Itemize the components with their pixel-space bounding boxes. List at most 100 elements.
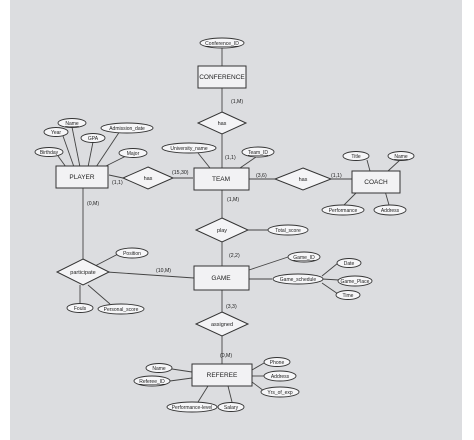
edge	[62, 135, 75, 168]
attr-total-score-label: Total_score	[275, 228, 301, 234]
attr-gpa: GPA	[80, 133, 106, 143]
relationship-has-coach-label: has	[299, 177, 308, 183]
entity-coach-label: COACH	[364, 179, 388, 186]
edge	[321, 262, 339, 277]
attr-performance-level-label: Performance-level	[172, 405, 213, 411]
attr-coach-address: Address	[373, 204, 407, 216]
edge	[197, 152, 211, 169]
entity-referee-label: REFEREE	[207, 372, 238, 379]
relationship-play-label: play	[217, 228, 227, 234]
attr-coach-address-label: Address	[381, 208, 400, 214]
attr-game-schedule-label: Game_schedule	[280, 277, 317, 283]
edge	[106, 271, 195, 279]
entity-conference: CONFERENCE	[197, 65, 247, 89]
relationship-has-coach: has	[273, 167, 333, 191]
edge	[251, 381, 265, 392]
card-team-conference: (1,1)	[225, 155, 236, 161]
attr-gpa-label: GPA	[88, 136, 99, 142]
attr-admission-date: Admission_date	[100, 122, 154, 134]
attr-player-name-label: Name	[65, 121, 79, 127]
edge	[321, 282, 339, 295]
attr-game-place-label: Game_Place	[341, 279, 370, 285]
cardinalities: (1,M) (1,1) (1,1) (15,30) (3,6) (1,1) (0…	[87, 99, 342, 359]
attr-date: Date	[336, 258, 362, 268]
edge	[227, 385, 233, 403]
attr-salary-label: Salary	[224, 405, 239, 411]
entity-coach: COACH	[351, 170, 401, 194]
attr-admission-date-label: Admission_date	[109, 126, 145, 132]
attr-date-label: Date	[344, 261, 355, 267]
attr-team-id-label: Team_ID	[248, 150, 268, 156]
card-team-has-player: (15,30)	[172, 170, 189, 176]
attr-referee-address: Address	[263, 370, 297, 382]
relationship-play: play	[194, 217, 250, 243]
attr-year: Year	[43, 127, 69, 137]
entity-player: PLAYER	[55, 165, 109, 189]
card-game-participate: (10,M)	[156, 268, 171, 274]
entity-player-label: PLAYER	[69, 174, 94, 181]
edge	[108, 174, 124, 179]
attr-position: Position	[115, 247, 149, 259]
edge	[71, 126, 81, 168]
card-player-participate: (0,M)	[87, 201, 99, 207]
attr-university-name: University_name	[161, 142, 217, 154]
attr-major-label: Major	[127, 151, 140, 157]
attr-conference-id-label: Conference_ID	[205, 41, 239, 47]
entity-conference-label: CONFERENCE	[199, 74, 245, 81]
edge	[169, 377, 193, 382]
attr-performance: Performance	[321, 204, 365, 216]
attr-fouls: Fouls	[66, 303, 94, 313]
card-player-has: (1,1)	[112, 180, 123, 186]
relationship-has-conference-label: has	[218, 121, 227, 127]
attr-birthday-label: Birthday	[40, 150, 59, 156]
card-coach-has: (1,1)	[331, 173, 342, 179]
attr-conference-id: Conference_ID	[199, 37, 245, 49]
card-game-play: (2,2)	[229, 253, 240, 259]
card-referee-assigned: (0,M)	[220, 353, 232, 359]
attr-time: Time	[335, 290, 361, 300]
edge	[248, 256, 289, 271]
edge	[239, 156, 257, 169]
entity-game: GAME	[193, 265, 250, 291]
edge	[171, 368, 193, 373]
attr-performance-label: Performance	[329, 208, 358, 214]
attr-game-place: Game_Place	[337, 275, 373, 287]
edge	[251, 362, 265, 371]
attr-referee-id: Referee_ID	[133, 375, 171, 387]
attr-title-label: Title	[351, 154, 360, 160]
attr-game-id: Game_ID	[287, 251, 321, 263]
card-conference-team: (1,M)	[231, 99, 243, 105]
attr-phone-label: Phone	[270, 360, 285, 366]
entity-team: TEAM	[193, 167, 250, 191]
relationship-has-player: has	[121, 166, 175, 190]
relationship-has-conference: has	[196, 111, 248, 135]
edge	[197, 385, 209, 403]
card-game-assigned: (3,3)	[226, 304, 237, 310]
edge	[321, 278, 340, 281]
attr-referee-id-label: Referee_ID	[139, 379, 165, 385]
entity-team-label: TEAM	[212, 176, 230, 183]
edge	[57, 155, 67, 168]
edge	[94, 252, 121, 267]
attr-referee-name: Name	[145, 363, 173, 373]
attr-time-label: Time	[343, 293, 354, 299]
attr-game-id-label: Game_ID	[293, 255, 315, 261]
attr-performance-level: Performance-level	[166, 401, 218, 413]
attr-position-label: Position	[123, 251, 141, 257]
attr-coach-name-label: Name	[394, 154, 408, 160]
attr-fouls-label: Fouls	[74, 306, 87, 312]
attr-birthday: Birthday	[34, 147, 64, 157]
entity-game-label: GAME	[211, 275, 231, 282]
attr-coach-name: Name	[387, 151, 415, 161]
relationship-assigned: assigned	[194, 311, 250, 337]
edge	[366, 159, 371, 172]
attr-total-score: Total_score	[267, 224, 309, 236]
relationship-participate: participate	[55, 258, 111, 286]
edge	[87, 141, 94, 168]
attr-referee-address-label: Address	[271, 374, 290, 380]
relationship-has-player-label: has	[144, 176, 153, 182]
attr-game-schedule: Game_schedule	[272, 273, 324, 285]
entity-referee: REFEREE	[191, 363, 253, 387]
attr-salary: Salary	[217, 402, 245, 412]
